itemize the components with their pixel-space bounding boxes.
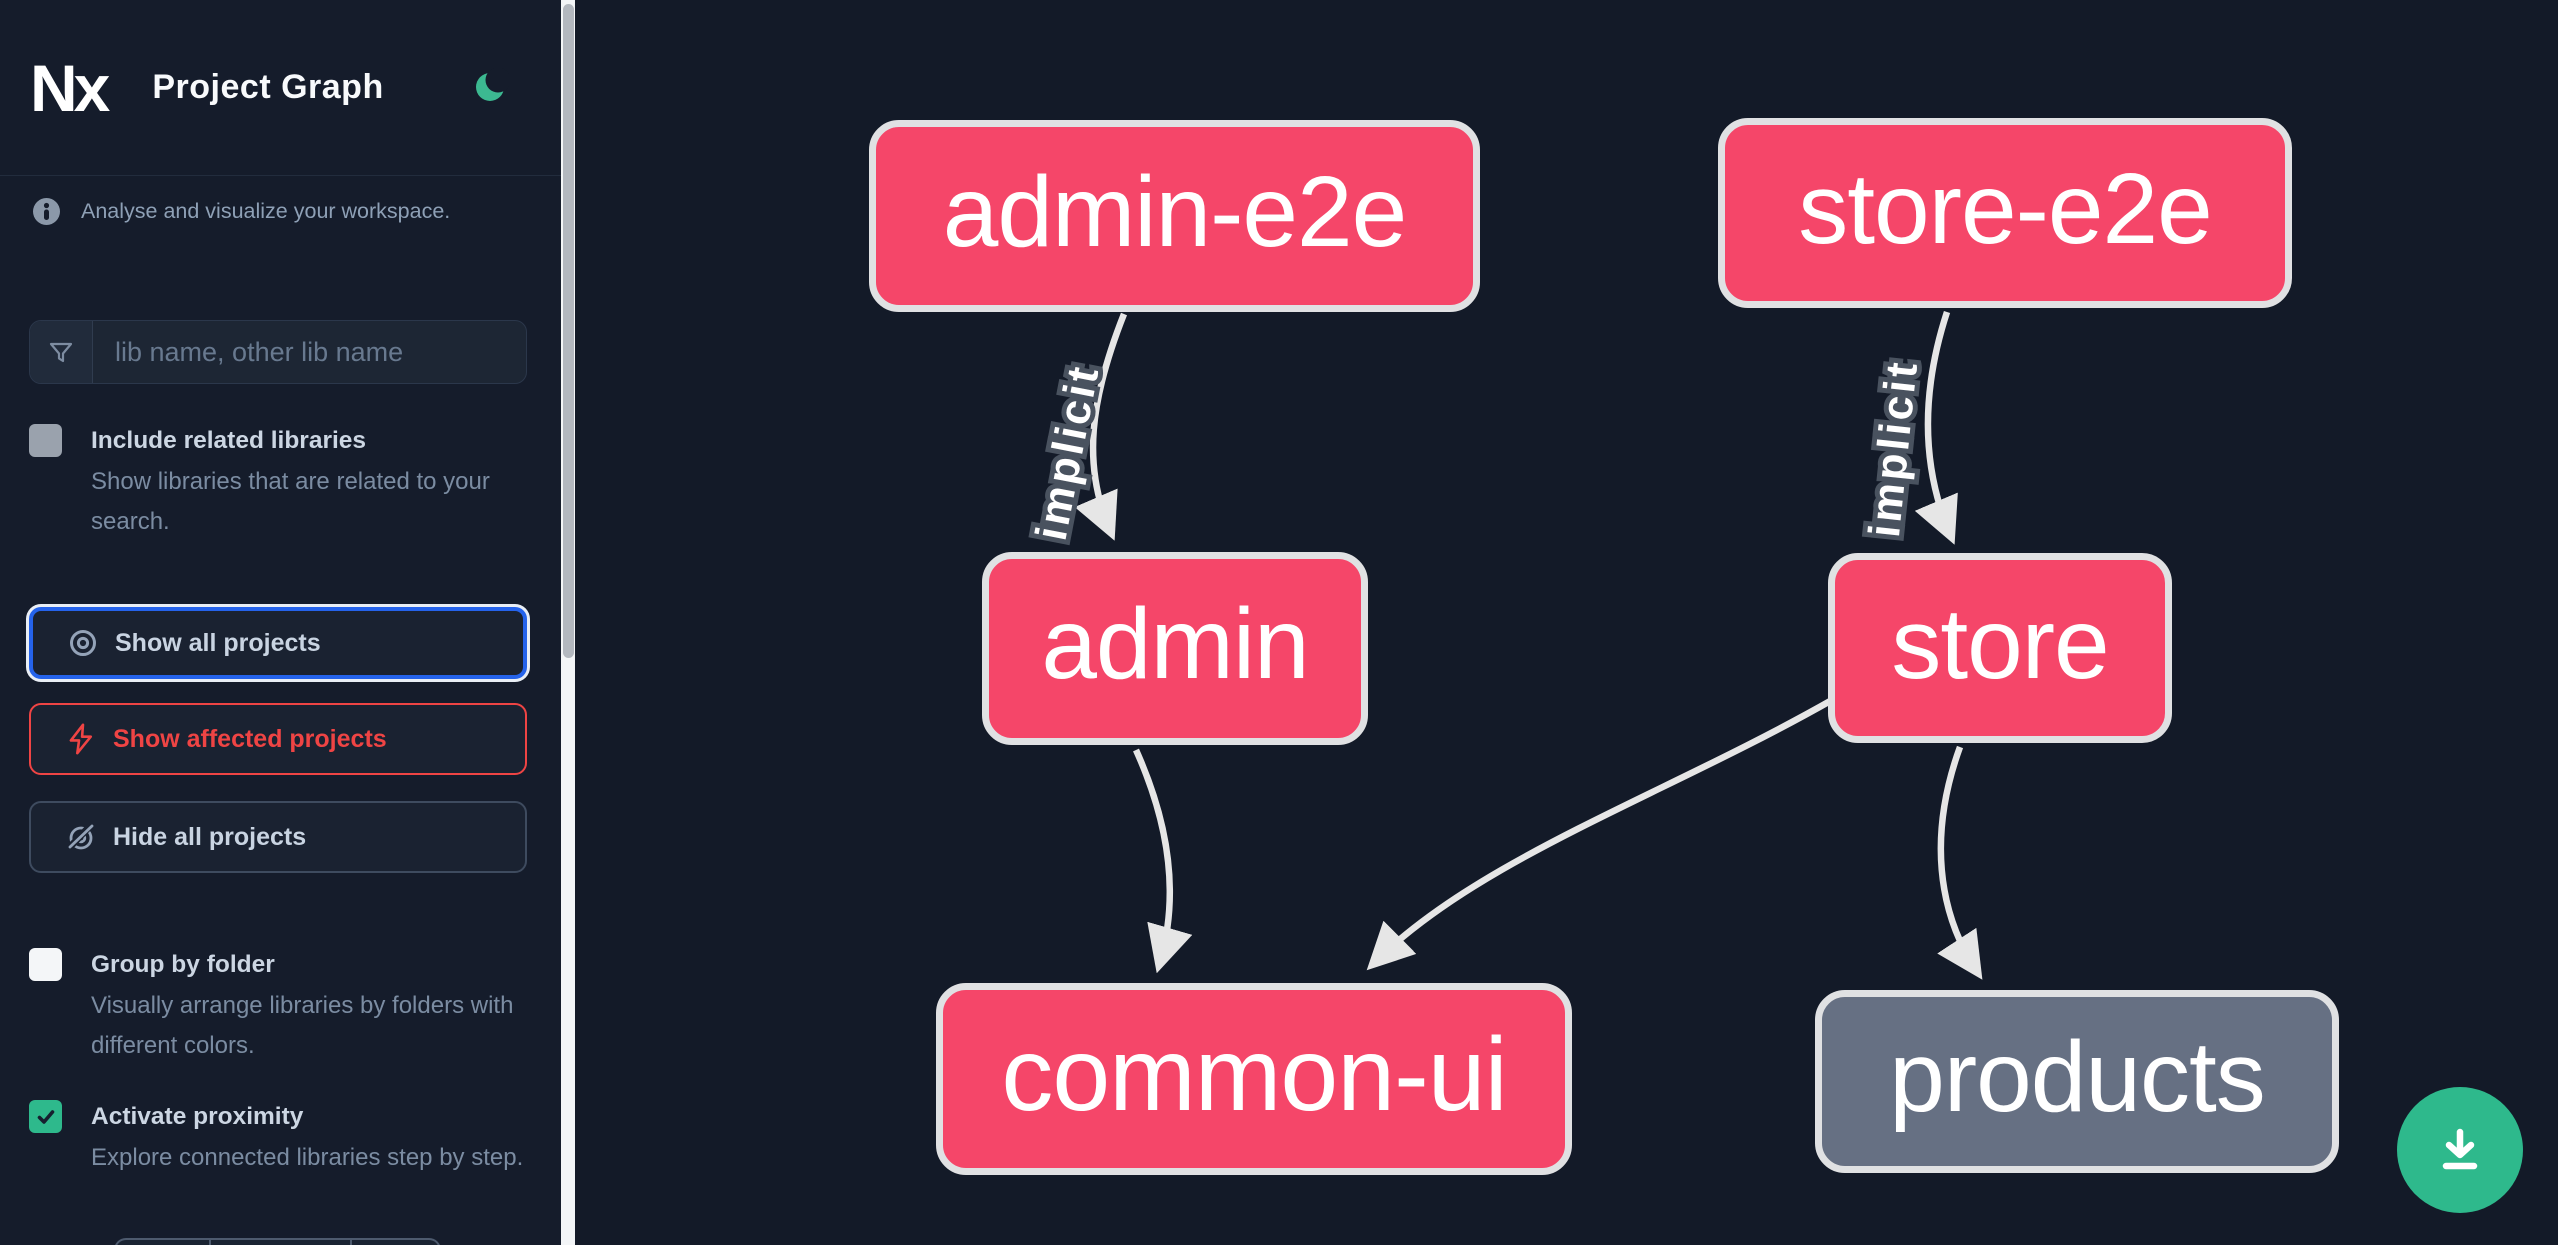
nx-logo: Nx bbox=[30, 50, 110, 125]
check-icon bbox=[37, 1109, 54, 1124]
checkbox-label[interactable]: Activate proximity bbox=[91, 1103, 304, 1130]
show-affected-projects-button[interactable]: Show affected projects bbox=[29, 703, 527, 775]
sidebar-scrollbar-thumb[interactable] bbox=[562, 4, 574, 658]
filter-icon bbox=[30, 321, 93, 383]
sidebar-header: Nx Project Graph bbox=[0, 0, 561, 176]
activate-proximity-option: Activate proximity Explore connected lib… bbox=[29, 1100, 529, 1178]
node-store-e2e[interactable]: store-e2e bbox=[1718, 118, 2292, 308]
include-related-option: Include related libraries Show libraries… bbox=[29, 424, 529, 542]
checkbox-label[interactable]: Include related libraries bbox=[91, 427, 367, 454]
node-common-ui[interactable]: common-ui bbox=[936, 983, 1572, 1175]
node-admin-e2e[interactable]: admin-e2e bbox=[869, 120, 1480, 312]
bolt-icon bbox=[65, 723, 97, 755]
checkbox-label[interactable]: Group by folder bbox=[91, 951, 275, 978]
moon-icon[interactable] bbox=[473, 68, 509, 104]
show-all-projects-button[interactable]: Show all projects bbox=[29, 607, 527, 679]
checkbox-description: Show libraries that are related to your … bbox=[91, 468, 490, 535]
info-text: Analyse and visualize your workspace. bbox=[81, 199, 451, 223]
page-title: Project Graph bbox=[152, 68, 384, 106]
include-related-checkbox[interactable] bbox=[29, 424, 62, 457]
group-by-folder-option: Group by folder Visually arrange librari… bbox=[29, 948, 529, 1066]
button-label: Hide all projects bbox=[113, 822, 307, 851]
checkbox-description: Visually arrange libraries by folders wi… bbox=[91, 992, 514, 1059]
checkbox-description: Explore connected libraries step by step… bbox=[91, 1144, 524, 1171]
sidebar-scrollbar-track[interactable] bbox=[561, 0, 575, 1245]
download-icon bbox=[2442, 1128, 2478, 1170]
button-label: Show all projects bbox=[115, 628, 321, 657]
node-store[interactable]: store bbox=[1828, 553, 2172, 743]
eye-icon bbox=[67, 627, 99, 659]
group-by-folder-checkbox[interactable] bbox=[29, 948, 62, 981]
proximity-depth-stepper[interactable] bbox=[114, 1238, 441, 1245]
node-products[interactable]: products bbox=[1815, 990, 2339, 1173]
activate-proximity-checkbox[interactable] bbox=[29, 1100, 62, 1133]
hide-all-projects-button[interactable]: Hide all projects bbox=[29, 801, 527, 873]
search-box bbox=[29, 320, 527, 384]
eye-slash-icon bbox=[65, 821, 97, 853]
search-input[interactable] bbox=[93, 321, 526, 383]
sidebar: Nx Project Graph Analyse and visualize y… bbox=[0, 0, 561, 1245]
button-label: Show affected projects bbox=[113, 724, 387, 753]
info-icon bbox=[33, 198, 60, 225]
workspace-info: Analyse and visualize your workspace. bbox=[33, 198, 533, 225]
node-admin[interactable]: admin bbox=[982, 552, 1368, 745]
download-graph-button[interactable] bbox=[2397, 1087, 2523, 1213]
